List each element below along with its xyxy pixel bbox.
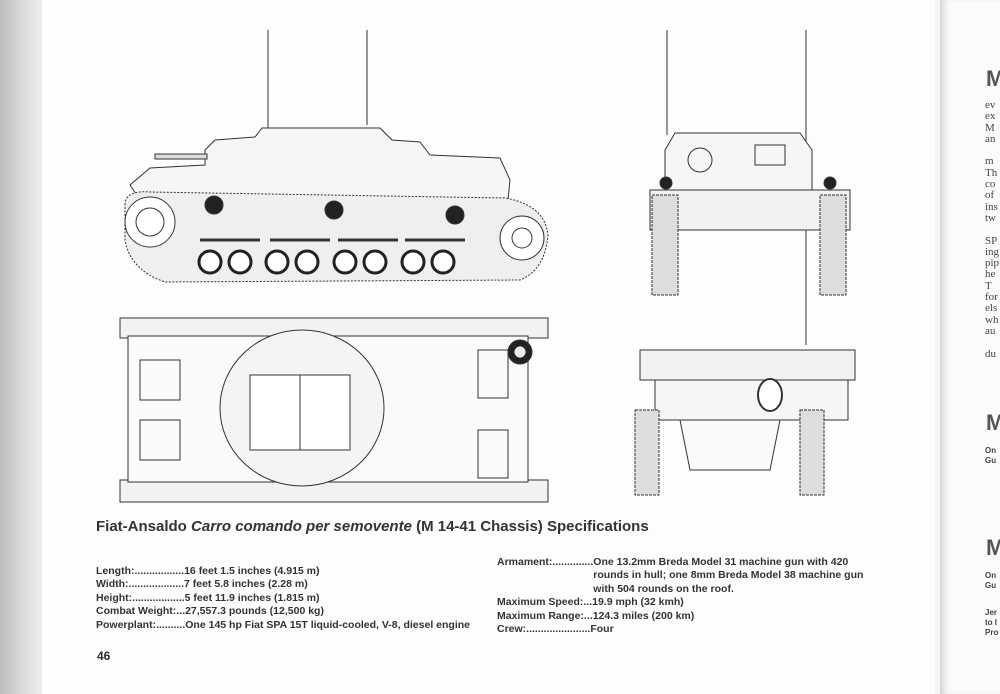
spec-row: Maximum Range:...124.3 miles (200 km)	[497, 610, 877, 623]
spec-title-suffix: (M 14-41 Chassis) Specifications	[411, 518, 649, 535]
spec-label: Maximum Range:...	[497, 609, 593, 622]
spec-value: 19.9 mph (32 kmh)	[592, 596, 684, 609]
spec-label: Width:...................	[96, 578, 184, 591]
specs-right: Armament:..............One 13.2mm Breda …	[497, 556, 877, 636]
facing-heading-3: M	[986, 535, 1000, 560]
rear-view-drawing	[634, 30, 856, 496]
spec-row: Powerplant:..........One 145 hp Fiat SPA…	[96, 619, 470, 632]
spec-label: Combat Weight:...	[96, 605, 186, 618]
facing-caption: Jer to l Pro	[985, 608, 999, 637]
facing-sub-2: On Gu	[985, 446, 997, 465]
facing-page	[940, 0, 1000, 694]
spec-value: One 145 hp Fiat SPA 15T liquid-cooled, V…	[185, 618, 470, 631]
spec-row: Width:...................7 feet 5.8 inch…	[96, 578, 470, 591]
spec-label: Armament:..............	[497, 556, 594, 568]
spec-row: Maximum Speed:...19.9 mph (32 kmh)	[497, 596, 877, 609]
spec-row: Combat Weight:...27,557.3 pounds (12,500…	[96, 605, 470, 618]
spec-label: Crew:......................	[497, 623, 591, 636]
spec-value: 5 feet 11.9 inches (1.815 m)	[184, 591, 320, 604]
spec-value: 27,557.3 pounds (12,500 kg)	[185, 605, 324, 618]
facing-sub-3: On Gu	[985, 571, 997, 590]
spec-row: Armament:..............One 13.2mm Breda …	[497, 556, 877, 596]
facing-heading-1: M	[986, 66, 1000, 91]
spec-title-prefix: Fiat-Ansaldo	[96, 518, 192, 535]
spec-value: Four	[590, 623, 614, 636]
facing-heading-2: M	[986, 410, 1000, 435]
spec-value: 7 feet 5.8 inches (2.28 m)	[183, 578, 308, 591]
spec-label: Length:.................	[96, 565, 185, 577]
spec-value: One 13.2mm Breda Model 31 machine gun wi…	[593, 556, 864, 595]
spec-value: 16 feet 1.5 inches (4.915 m)	[184, 565, 320, 577]
spec-row: Crew:......................Four	[497, 623, 877, 636]
spec-label: Powerplant:..........	[96, 618, 186, 631]
spec-title-italic: Carro comando per semovente	[191, 518, 412, 535]
spec-title: Fiat-Ansaldo Carro comando per semovente…	[96, 518, 649, 536]
spec-value: 124.3 miles (200 km)	[592, 609, 695, 622]
page-number: 46	[97, 649, 111, 663]
book-gutter	[0, 0, 42, 694]
spec-row: Height:..................5 feet 11.9 inc…	[96, 592, 470, 605]
side-view-drawing	[124, 30, 549, 283]
spec-label: Height:..................	[96, 591, 185, 604]
spec-label: Maximum Speed:...	[497, 596, 593, 609]
specs-left: Length:.................16 feet 1.5 inch…	[96, 565, 470, 632]
spec-row: Length:.................16 feet 1.5 inch…	[96, 565, 470, 578]
facing-body-text: ev ex M an m Th co of ins tw SP ing pip …	[985, 99, 1000, 360]
top-view-drawing	[119, 317, 549, 503]
